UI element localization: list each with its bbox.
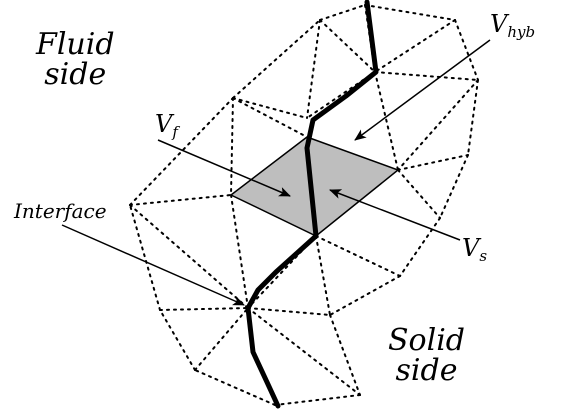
interface-arrow	[61, 224, 245, 306]
fluid-side-label: Fluid side	[36, 27, 115, 92]
vs-arrow	[329, 189, 461, 241]
vf-label: Vf	[155, 110, 178, 141]
interface-label: Interface	[14, 199, 107, 223]
solid-side-label: Solid side	[388, 323, 466, 388]
interface-curve	[245, 0, 379, 409]
vf-arrow	[157, 139, 291, 197]
vhyb-arrow	[354, 39, 491, 141]
vhyb-label: Vhyb	[490, 10, 536, 41]
vs-label: Vs	[462, 234, 488, 265]
